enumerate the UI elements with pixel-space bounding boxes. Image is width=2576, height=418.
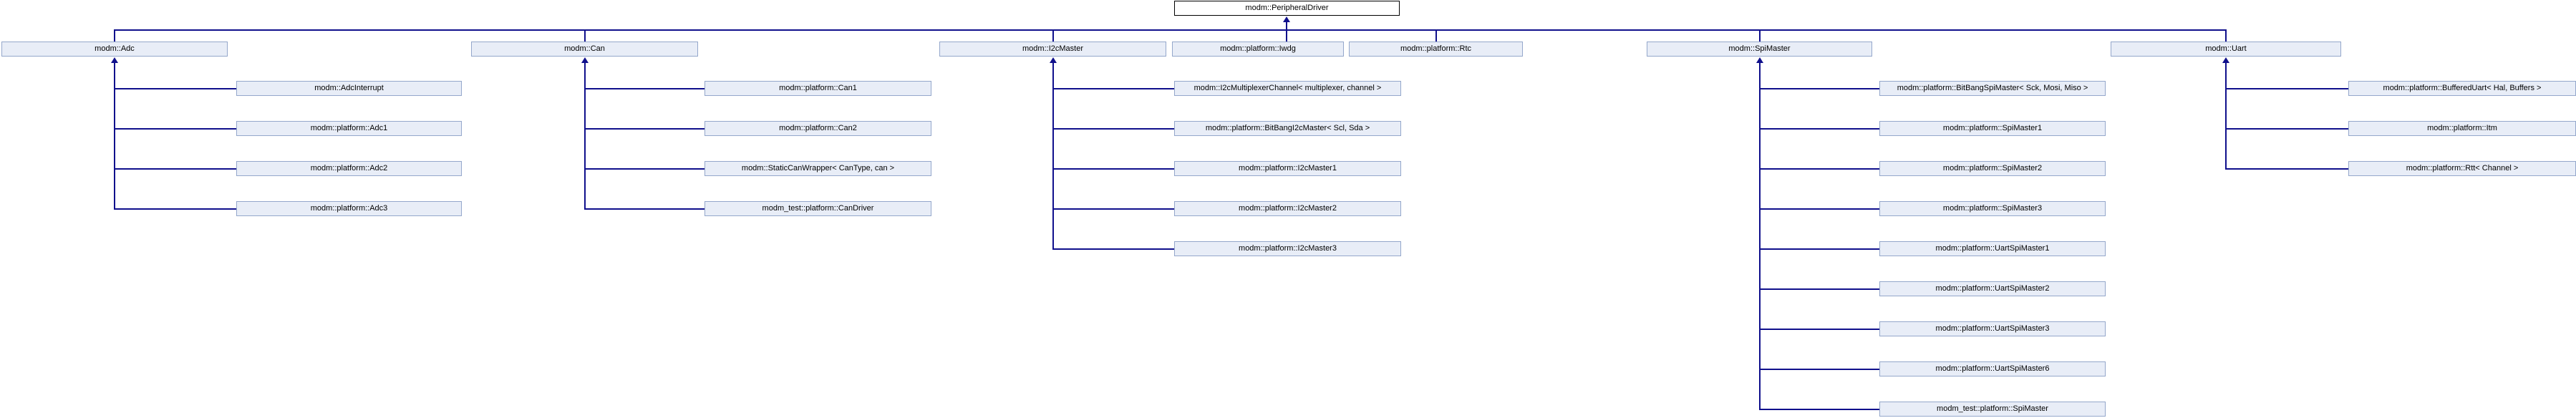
class-node[interactable]: modm::I2cMultiplexerChannel< multiplexer… bbox=[1174, 81, 1401, 96]
class-node-parent[interactable]: modm::I2cMaster bbox=[939, 42, 1166, 57]
edge-branch bbox=[1052, 88, 1174, 89]
class-node[interactable]: modm::platform::Can1 bbox=[704, 81, 931, 96]
edge-child-bus bbox=[114, 62, 115, 210]
class-node[interactable]: modm::platform::BufferedUart< Hal, Buffe… bbox=[2348, 81, 2576, 96]
class-node-root[interactable]: modm::PeripheralDriver bbox=[1174, 1, 1400, 16]
edge-stub bbox=[1435, 29, 1437, 42]
edge-child-bus bbox=[1759, 62, 1761, 410]
class-node[interactable]: modm::AdcInterrupt bbox=[236, 81, 462, 96]
edge-branch bbox=[584, 128, 704, 130]
edge-branch bbox=[584, 208, 704, 210]
inheritance-arrow-icon bbox=[1756, 57, 1763, 63]
class-node[interactable]: modm::platform::UartSpiMaster2 bbox=[1879, 281, 2106, 296]
edge-stub bbox=[584, 29, 586, 42]
class-node-parent[interactable]: modm::Uart bbox=[2111, 42, 2341, 57]
edge-branch bbox=[2225, 128, 2348, 130]
edge-branch bbox=[1759, 329, 1879, 330]
inheritance-arrow-icon bbox=[1050, 57, 1057, 63]
inheritance-arrow-icon bbox=[581, 57, 589, 63]
edge-stub bbox=[1052, 29, 1054, 42]
edge-branch bbox=[1759, 168, 1879, 170]
class-node[interactable]: modm::platform::Adc2 bbox=[236, 161, 462, 176]
class-node[interactable]: modm::platform::SpiMaster3 bbox=[1879, 201, 2106, 216]
edge-branch bbox=[584, 168, 704, 170]
edge-branch bbox=[2225, 88, 2348, 89]
edge-branch bbox=[1759, 409, 1879, 410]
class-node[interactable]: modm::platform::BitBangSpiMaster< Sck, M… bbox=[1879, 81, 2106, 96]
class-node[interactable]: modm::platform::Rtt< Channel > bbox=[2348, 161, 2576, 176]
edge-branch bbox=[114, 88, 236, 89]
class-node[interactable]: modm::platform::Adc3 bbox=[236, 201, 462, 216]
edge-child-bus bbox=[584, 62, 586, 210]
edge-branch bbox=[2225, 168, 2348, 170]
edge-branch bbox=[1759, 88, 1879, 89]
class-node[interactable]: modm::platform::Itm bbox=[2348, 121, 2576, 136]
inheritance-arrow-icon bbox=[111, 57, 118, 63]
edge-branch bbox=[1759, 369, 1879, 370]
class-node[interactable]: modm::platform::BitBangI2cMaster< Scl, S… bbox=[1174, 121, 1401, 136]
edge-branch bbox=[1759, 288, 1879, 290]
class-node[interactable]: modm::StaticCanWrapper< CanType, can > bbox=[704, 161, 931, 176]
class-node[interactable]: modm_test::platform::SpiMaster bbox=[1879, 402, 2106, 417]
class-node[interactable]: modm::platform::UartSpiMaster6 bbox=[1879, 361, 2106, 376]
inheritance-arrow-icon bbox=[2222, 57, 2229, 63]
class-node[interactable]: modm::platform::UartSpiMaster1 bbox=[1879, 241, 2106, 256]
edge-branch bbox=[584, 88, 704, 89]
edge-child-bus bbox=[2225, 62, 2227, 170]
edge-root-stub bbox=[1286, 21, 1287, 31]
edge-branch bbox=[1052, 168, 1174, 170]
edge-child-bus bbox=[1052, 62, 1054, 250]
edge-branch bbox=[1052, 128, 1174, 130]
class-node-parent[interactable]: modm::Adc bbox=[1, 42, 228, 57]
class-node[interactable]: modm::platform::Adc1 bbox=[236, 121, 462, 136]
edge-stub bbox=[2225, 29, 2227, 42]
edge-branch bbox=[1052, 208, 1174, 210]
edge-branch bbox=[1759, 248, 1879, 250]
edge-branch bbox=[114, 128, 236, 130]
class-node-parent[interactable]: modm::platform::Iwdg bbox=[1172, 42, 1344, 57]
class-node[interactable]: modm::platform::SpiMaster1 bbox=[1879, 121, 2106, 136]
inheritance-bus-line bbox=[114, 29, 2227, 31]
edge-branch bbox=[114, 168, 236, 170]
class-node[interactable]: modm::platform::SpiMaster2 bbox=[1879, 161, 2106, 176]
class-node-parent[interactable]: modm::SpiMaster bbox=[1647, 42, 1872, 57]
inheritance-arrow-icon bbox=[1283, 16, 1290, 22]
class-node-parent[interactable]: modm::Can bbox=[471, 42, 698, 57]
edge-stub bbox=[1759, 29, 1761, 42]
edge-branch bbox=[1759, 128, 1879, 130]
class-node[interactable]: modm::platform::I2cMaster2 bbox=[1174, 201, 1401, 216]
edge-stub bbox=[114, 29, 115, 42]
edge-branch bbox=[1759, 208, 1879, 210]
class-node[interactable]: modm::platform::I2cMaster1 bbox=[1174, 161, 1401, 176]
class-node[interactable]: modm::platform::Can2 bbox=[704, 121, 931, 136]
class-node-parent[interactable]: modm::platform::Rtc bbox=[1349, 42, 1523, 57]
edge-branch bbox=[114, 208, 236, 210]
class-node[interactable]: modm::platform::I2cMaster3 bbox=[1174, 241, 1401, 256]
class-node[interactable]: modm_test::platform::CanDriver bbox=[704, 201, 931, 216]
edge-branch bbox=[1052, 248, 1174, 250]
edge-stub bbox=[1286, 29, 1287, 42]
class-node[interactable]: modm::platform::UartSpiMaster3 bbox=[1879, 321, 2106, 336]
